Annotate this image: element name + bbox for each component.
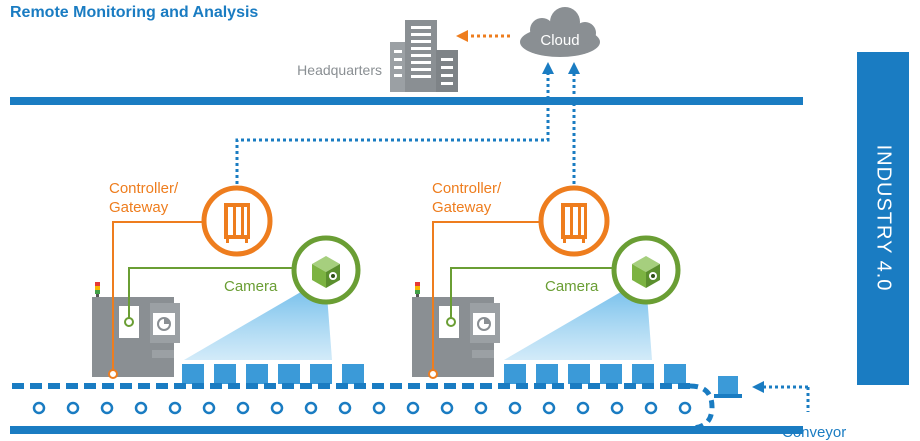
industry-panel: INDUSTRY 4.0 xyxy=(857,52,909,385)
camera-icon xyxy=(291,235,361,305)
machine-icon xyxy=(92,282,180,377)
conveyor-label: Conveyor xyxy=(782,424,846,441)
network-bar xyxy=(10,97,803,105)
arrow-up-icon xyxy=(568,62,580,74)
controller-label-line1: Controller/ xyxy=(432,180,502,197)
controller-label-line2: Gateway xyxy=(109,199,169,216)
headquarters-building-icon xyxy=(390,20,458,92)
cloud-icon xyxy=(520,7,600,57)
conveyor-belt xyxy=(10,376,803,434)
arrow-up-icon xyxy=(542,62,554,74)
product-boxes xyxy=(504,364,686,384)
controller-icon xyxy=(201,185,273,257)
headquarters-label: Headquarters xyxy=(297,62,382,78)
controller-label-line2: Gateway xyxy=(432,199,492,216)
controller-icon xyxy=(538,185,610,257)
cloud-label: Cloud xyxy=(540,32,579,49)
camera-icon xyxy=(611,235,681,305)
controller-label-line1: Controller/ xyxy=(109,180,179,197)
camera-label: Camera xyxy=(224,278,278,295)
machine-icon xyxy=(412,282,500,377)
industry-label: INDUSTRY 4.0 xyxy=(872,144,895,292)
product-boxes xyxy=(182,364,364,384)
arrow-left-icon xyxy=(752,381,764,393)
page-title: Remote Monitoring and Analysis xyxy=(10,4,259,21)
camera-label: Camera xyxy=(545,278,599,295)
arrow-head-icon xyxy=(456,30,468,42)
